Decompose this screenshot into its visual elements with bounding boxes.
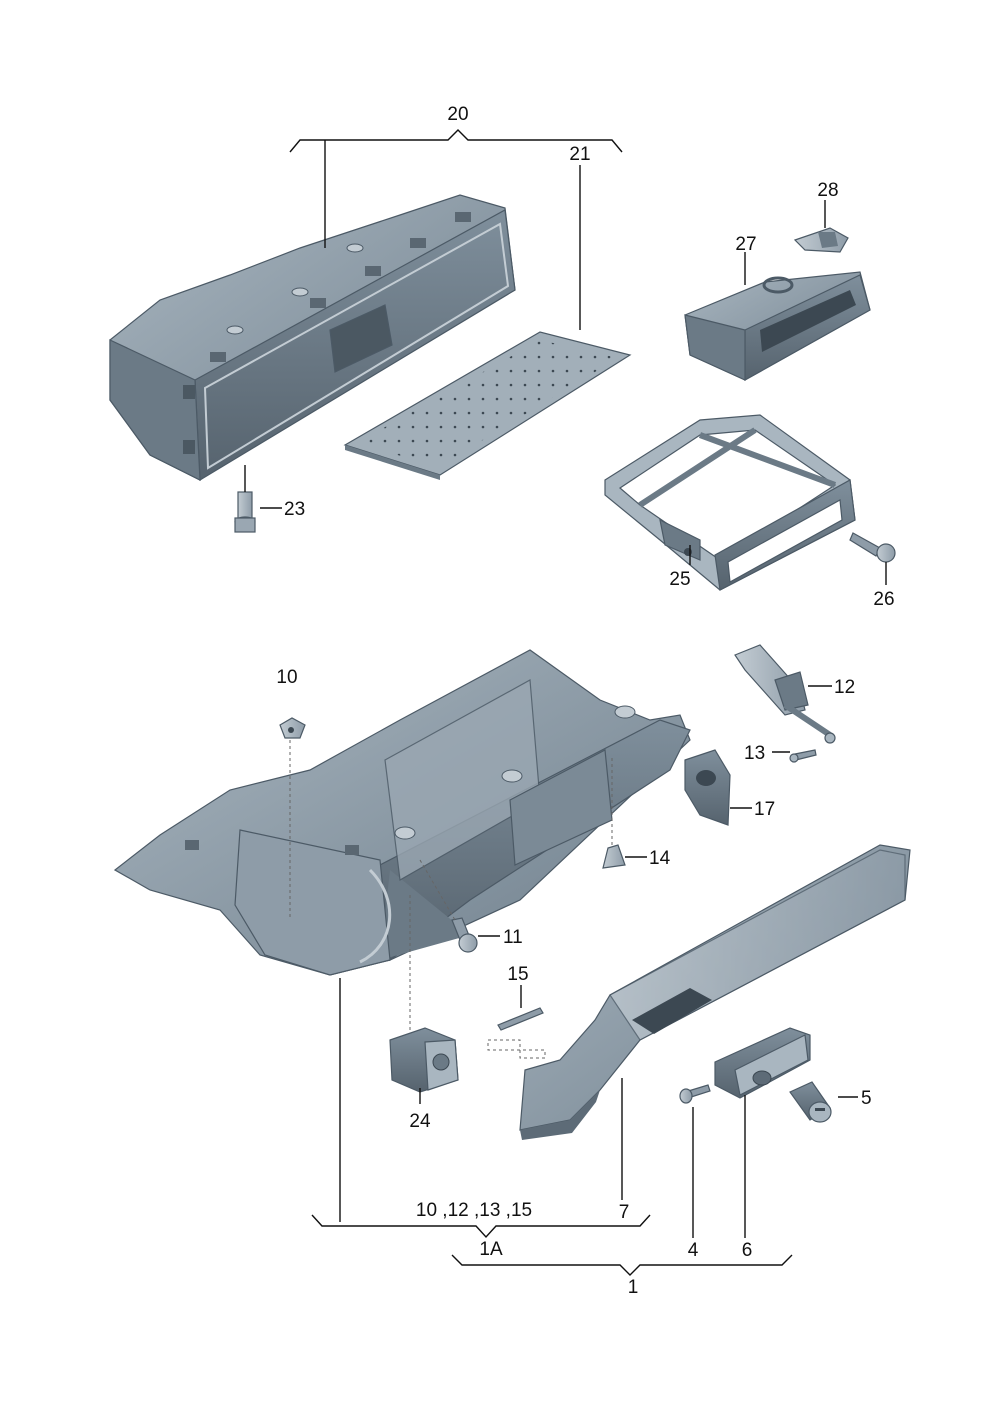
label-28: 28 — [817, 180, 838, 201]
label-1: 1 — [628, 1277, 639, 1298]
label-17: 17 — [754, 799, 775, 820]
label-1A: 1A — [479, 1239, 503, 1260]
label-7: 7 — [619, 1202, 630, 1223]
label-20: 20 — [447, 104, 468, 125]
part-labels: 20 21 23 28 27 25 26 10 12 13 17 14 11 1… — [276, 104, 894, 1298]
screw-part-26 — [849, 532, 896, 563]
label-11: 11 — [503, 927, 523, 948]
screw-part-13 — [789, 749, 817, 763]
label-14: 14 — [649, 848, 671, 869]
bolt-part-23 — [234, 491, 256, 533]
clip-nut-part-10 — [279, 717, 306, 739]
label-25: 25 — [669, 569, 690, 590]
cup-holder-insert-part-27 — [684, 271, 871, 382]
glove-box-housing-part-20 — [109, 194, 516, 482]
screw-part-11 — [451, 917, 478, 953]
glove-box-base-part-7 — [113, 649, 691, 976]
label-13: 13 — [744, 743, 765, 764]
switch-part-24 — [389, 1027, 459, 1093]
lock-cylinder-part-5 — [789, 1081, 832, 1123]
label-21: 21 — [569, 144, 590, 165]
damper-part-12 — [734, 644, 836, 744]
label-5: 5 — [861, 1088, 872, 1109]
pin-part-15 — [497, 1007, 544, 1031]
label-15: 15 — [507, 964, 528, 985]
label-27: 27 — [735, 234, 756, 255]
lock-housing-part-6 — [714, 1027, 811, 1099]
leader-lines — [244, 129, 887, 1276]
glove-box-mat-part-21 — [343, 331, 632, 480]
label-12: 12 — [834, 677, 855, 698]
label-group-1A: 10 ,12 ,13 ,15 — [416, 1200, 532, 1221]
cover-part-17 — [684, 749, 731, 826]
label-24: 24 — [409, 1111, 431, 1132]
glove-box-lid-part-7 — [519, 844, 911, 1140]
clip-part-28 — [793, 227, 849, 253]
rubber-stop-part-14 — [602, 844, 626, 869]
label-6: 6 — [742, 1240, 753, 1261]
label-26: 26 — [873, 589, 894, 610]
label-10: 10 — [276, 667, 297, 688]
frame-part-25 — [604, 414, 856, 591]
label-4: 4 — [688, 1240, 699, 1261]
screw-part-4 — [679, 1084, 711, 1104]
label-23: 23 — [284, 499, 305, 520]
